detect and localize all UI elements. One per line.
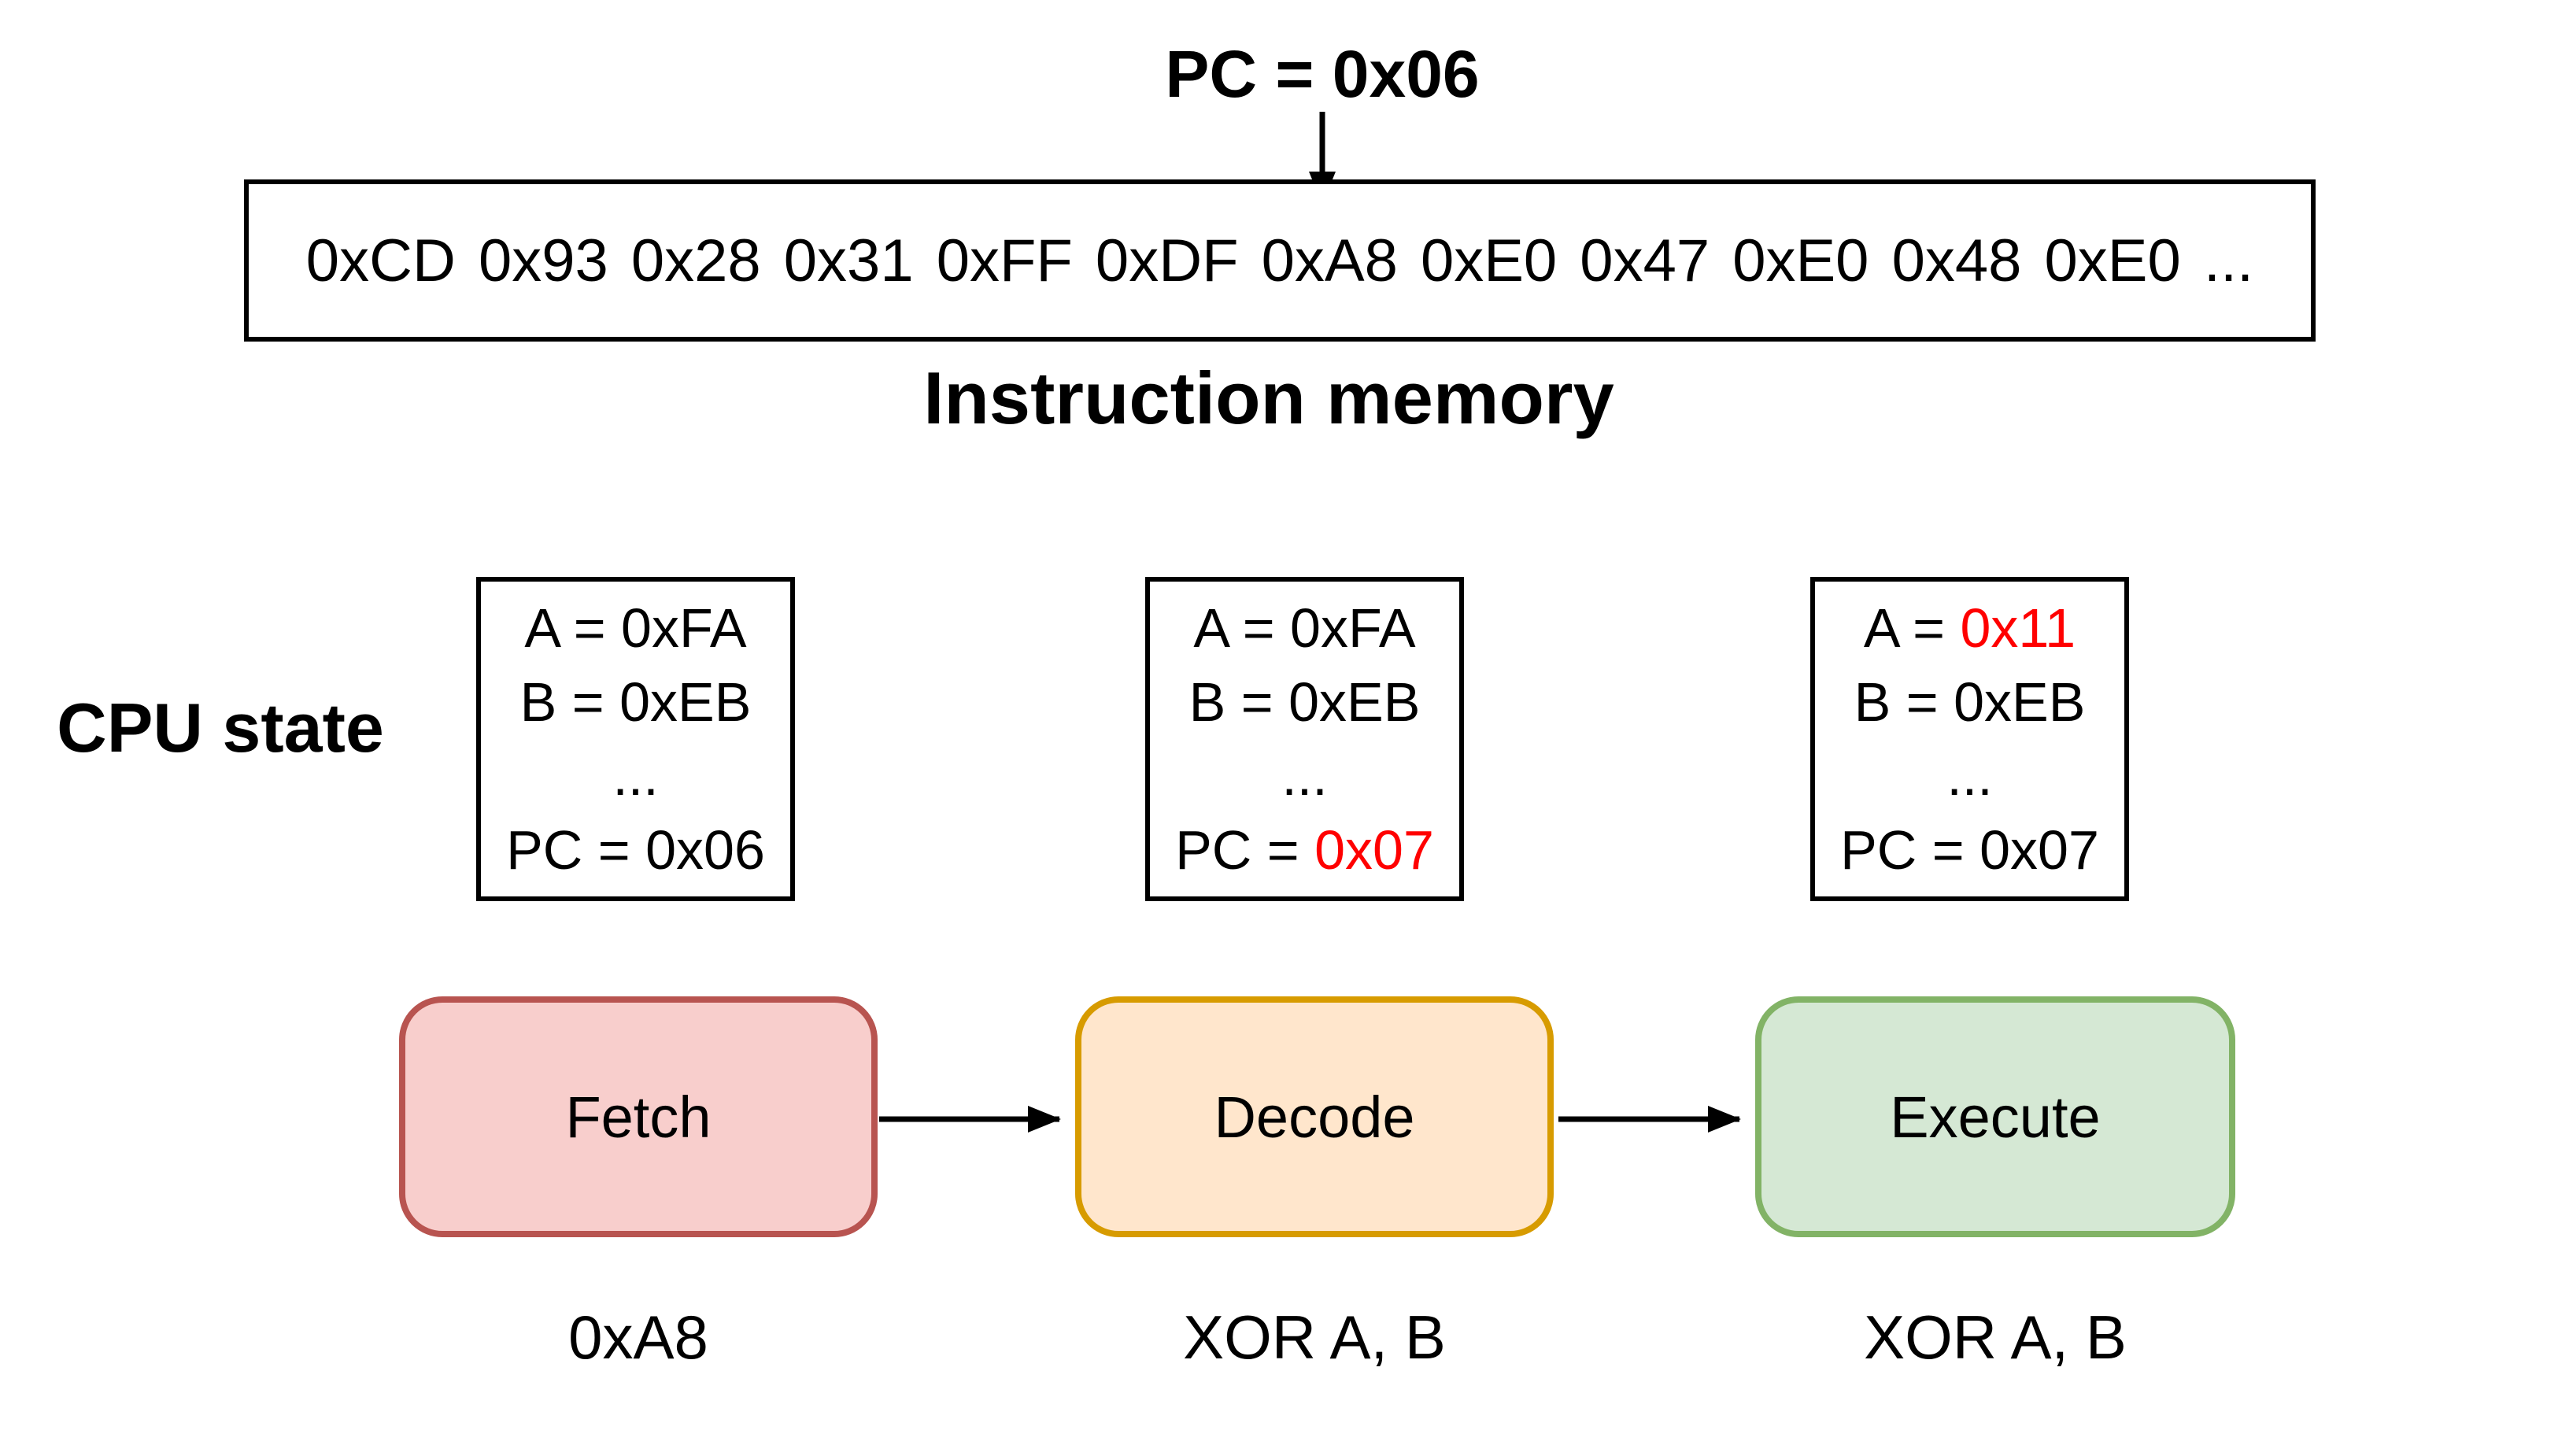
register-a-value: 0xFA xyxy=(621,597,747,659)
cpu-state-label: CPU state xyxy=(57,689,384,767)
pc-value: 0x06 xyxy=(645,819,765,881)
register-b-row: B = 0xEB xyxy=(519,671,752,733)
instruction-memory-box: 0xCD 0x93 0x28 0x31 0xFF 0xDF 0xA8 0xE0 … xyxy=(244,179,2316,342)
stage-instruction-execute: XOR A, B xyxy=(1864,1303,2127,1372)
register-b-value: 0xEB xyxy=(619,671,752,733)
stage-box-execute: Execute xyxy=(1755,996,2235,1237)
register-b-row: B = 0xEB xyxy=(1188,671,1421,733)
ellipsis-row: ... xyxy=(1946,745,1993,807)
pc-row: PC = 0x07 xyxy=(1175,819,1434,881)
pc-row: PC = 0x07 xyxy=(1840,819,2099,881)
ellipsis-row: ... xyxy=(612,745,659,807)
ellipsis-row: ... xyxy=(1281,745,1328,807)
stage-label-decode: Decode xyxy=(1214,1084,1415,1150)
cpu-state-box-3: A = 0x11 B = 0xEB ... PC = 0x07 xyxy=(1810,577,2129,901)
stage-instruction-decode: XOR A, B xyxy=(1183,1303,1446,1372)
register-a-value-highlighted: 0x11 xyxy=(1960,597,2076,659)
stage-label-fetch: Fetch xyxy=(565,1084,712,1150)
pc-value-highlighted: 0x07 xyxy=(1314,819,1434,881)
cpu-state-box-2: A = 0xFA B = 0xEB ... PC = 0x07 xyxy=(1145,577,1464,901)
stage-instruction-fetch: 0xA8 xyxy=(568,1303,708,1372)
instruction-memory-caption: Instruction memory xyxy=(923,357,1614,439)
register-a-row: A = 0xFA xyxy=(524,597,747,659)
register-b-row: B = 0xEB xyxy=(1854,671,2086,733)
register-b-value: 0xEB xyxy=(1954,671,2086,733)
stage-box-decode: Decode xyxy=(1075,996,1554,1237)
register-a-row: A = 0x11 xyxy=(1863,597,2076,659)
pc-value: 0x07 xyxy=(1979,819,2099,881)
register-a-row: A = 0xFA xyxy=(1193,597,1416,659)
pc-row: PC = 0x06 xyxy=(506,819,765,881)
instruction-memory-bytes: 0xCD 0x93 0x28 0x31 0xFF 0xDF 0xA8 0xE0 … xyxy=(305,227,2254,294)
pc-pointer-label: PC = 0x06 xyxy=(1165,37,1480,111)
stage-box-fetch: Fetch xyxy=(399,996,878,1237)
register-a-value: 0xFA xyxy=(1290,597,1416,659)
register-b-value: 0xEB xyxy=(1288,671,1421,733)
stage-label-execute: Execute xyxy=(1890,1084,2101,1150)
cpu-state-box-1: A = 0xFA B = 0xEB ... PC = 0x06 xyxy=(476,577,795,901)
